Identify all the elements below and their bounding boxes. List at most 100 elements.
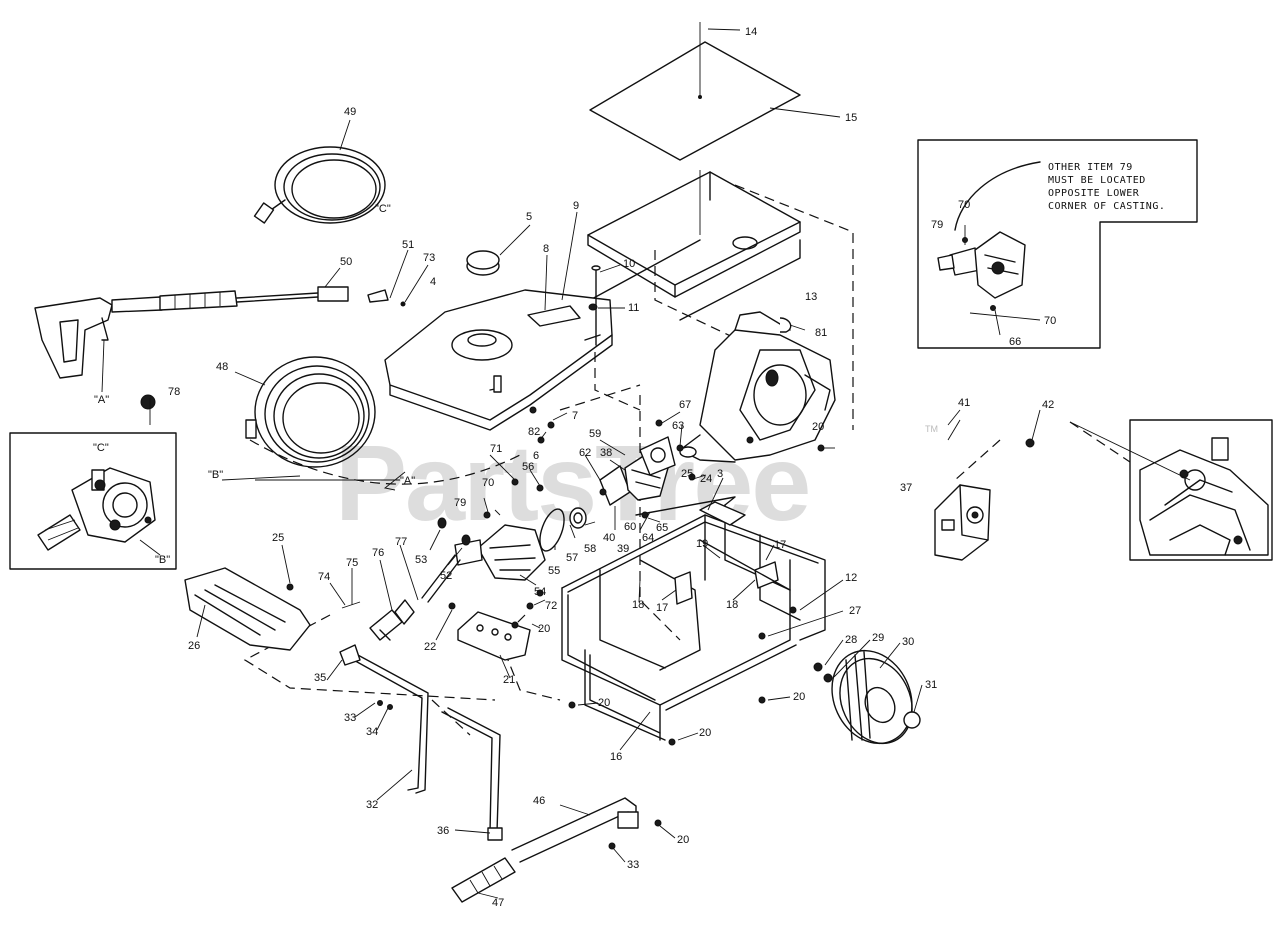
part-label[interactable]: 3	[717, 468, 723, 480]
part-label[interactable]: 8	[543, 243, 549, 255]
part-label[interactable]: 20	[812, 421, 824, 433]
part-label[interactable]: 48	[216, 361, 228, 373]
part-label[interactable]: 82	[528, 426, 540, 438]
part-label[interactable]: 18	[726, 599, 738, 611]
part-label[interactable]: 49	[344, 106, 356, 118]
part-label[interactable]: 20	[699, 727, 711, 739]
frame-assembly[interactable]	[561, 496, 826, 741]
fuel-tank[interactable]	[384, 250, 613, 431]
part-label[interactable]: 15	[845, 112, 857, 124]
part-label[interactable]: 81	[815, 327, 827, 339]
part-label[interactable]: 39	[617, 543, 629, 555]
part-label[interactable]: 6	[533, 450, 539, 462]
part-label[interactable]: 74	[318, 571, 330, 583]
part-label[interactable]: 4	[430, 276, 436, 288]
part-label[interactable]: 9	[573, 200, 579, 212]
part-label[interactable]: 52	[440, 570, 452, 582]
part-label[interactable]: 36	[437, 825, 449, 837]
part-label[interactable]: 40	[603, 532, 615, 544]
part-label[interactable]: 5	[526, 211, 532, 223]
pump-assembly[interactable]	[421, 436, 697, 603]
part-label[interactable]: 20	[538, 623, 550, 635]
belt-guard-cover[interactable]	[184, 567, 311, 651]
part-label[interactable]: 42	[1042, 399, 1054, 411]
part-label[interactable]: 17	[774, 539, 786, 551]
push-handle-bar[interactable]	[511, 797, 662, 863]
part-label[interactable]: 24	[700, 473, 712, 485]
part-label[interactable]: 20	[793, 691, 805, 703]
part-label[interactable]: 12	[845, 572, 857, 584]
part-label[interactable]: 70	[958, 199, 970, 211]
part-label[interactable]: 79	[931, 219, 943, 231]
handle-right[interactable]	[441, 707, 503, 841]
part-label[interactable]: 16	[610, 751, 622, 763]
part-label[interactable]: 62	[579, 447, 591, 459]
part-label[interactable]: 19	[696, 538, 708, 550]
part-label[interactable]: 20	[598, 697, 610, 709]
part-label[interactable]: 56	[522, 461, 534, 473]
garden-hose-coiled[interactable]	[245, 356, 376, 468]
part-label[interactable]: 73	[423, 252, 435, 264]
part-label[interactable]: 25	[681, 468, 693, 480]
muffler-guard[interactable]	[934, 484, 991, 561]
part-label[interactable]: 51	[402, 239, 414, 251]
part-label[interactable]: 46	[533, 795, 545, 807]
high-pressure-hose-coiled[interactable]	[253, 146, 386, 224]
part-label[interactable]: 58	[584, 543, 596, 555]
part-label[interactable]: 35	[314, 672, 326, 684]
part-label[interactable]: 76	[372, 547, 384, 559]
part-label[interactable]: 38	[600, 447, 612, 459]
top-cover-plate[interactable]	[589, 22, 801, 161]
part-label[interactable]: 66	[1009, 336, 1021, 348]
part-label[interactable]: 53	[415, 554, 427, 566]
part-label[interactable]: 71	[490, 443, 502, 455]
part-label[interactable]: 50	[340, 256, 352, 268]
part-label[interactable]: 25	[272, 532, 284, 544]
part-label[interactable]: 33	[344, 712, 356, 724]
part-label[interactable]: 54	[534, 586, 546, 598]
handle-mount-bracket[interactable]	[457, 602, 534, 661]
part-label[interactable]: 70	[482, 477, 494, 489]
part-label[interactable]: 65	[656, 522, 668, 534]
part-label[interactable]: 30	[902, 636, 914, 648]
part-label[interactable]: 57	[566, 552, 578, 564]
part-label[interactable]: 11	[628, 302, 639, 314]
part-label[interactable]: 34	[366, 726, 378, 738]
part-label[interactable]: 14	[745, 26, 757, 38]
part-label[interactable]: 20	[677, 834, 689, 846]
part-label[interactable]: 63	[672, 420, 684, 432]
part-label[interactable]: 28	[845, 634, 857, 646]
part-label[interactable]: 79	[454, 497, 466, 509]
part-label[interactable]: 67	[679, 399, 691, 411]
part-label[interactable]: 41	[958, 397, 970, 409]
part-label[interactable]: 70	[1044, 315, 1056, 327]
part-label[interactable]: 27	[849, 605, 861, 617]
part-label[interactable]: 75	[346, 557, 358, 569]
part-label[interactable]: 64	[642, 532, 654, 544]
part-label[interactable]: 72	[545, 600, 557, 612]
spray-gun-wand[interactable]	[34, 286, 406, 379]
part-label[interactable]: 7	[572, 410, 578, 422]
part-label[interactable]: 13	[805, 291, 817, 303]
handle-left[interactable]	[339, 644, 429, 794]
part-label[interactable]: 18	[632, 599, 644, 611]
part-label[interactable]: 47	[492, 897, 504, 909]
part-label[interactable]: 29	[872, 632, 884, 644]
part-label[interactable]: 26	[188, 640, 200, 652]
control-panel-bracket[interactable]	[587, 170, 801, 321]
part-label[interactable]: 33	[627, 859, 639, 871]
part-label[interactable]: 17	[656, 602, 668, 614]
part-label[interactable]: 31	[925, 679, 937, 691]
handle-grip[interactable]	[451, 857, 516, 903]
part-label[interactable]: 78	[168, 386, 180, 398]
part-label[interactable]: 22	[424, 641, 436, 653]
part-label[interactable]: 77	[395, 536, 407, 548]
part-label[interactable]: 37	[900, 482, 912, 494]
part-label[interactable]: 59	[589, 428, 601, 440]
nozzle-holder[interactable]	[341, 599, 415, 641]
wheel[interactable]	[813, 637, 927, 756]
part-label[interactable]: 60	[624, 521, 636, 533]
part-label[interactable]: 55	[548, 565, 560, 577]
part-label[interactable]: 32	[366, 799, 378, 811]
part-label[interactable]: 21	[503, 674, 515, 686]
